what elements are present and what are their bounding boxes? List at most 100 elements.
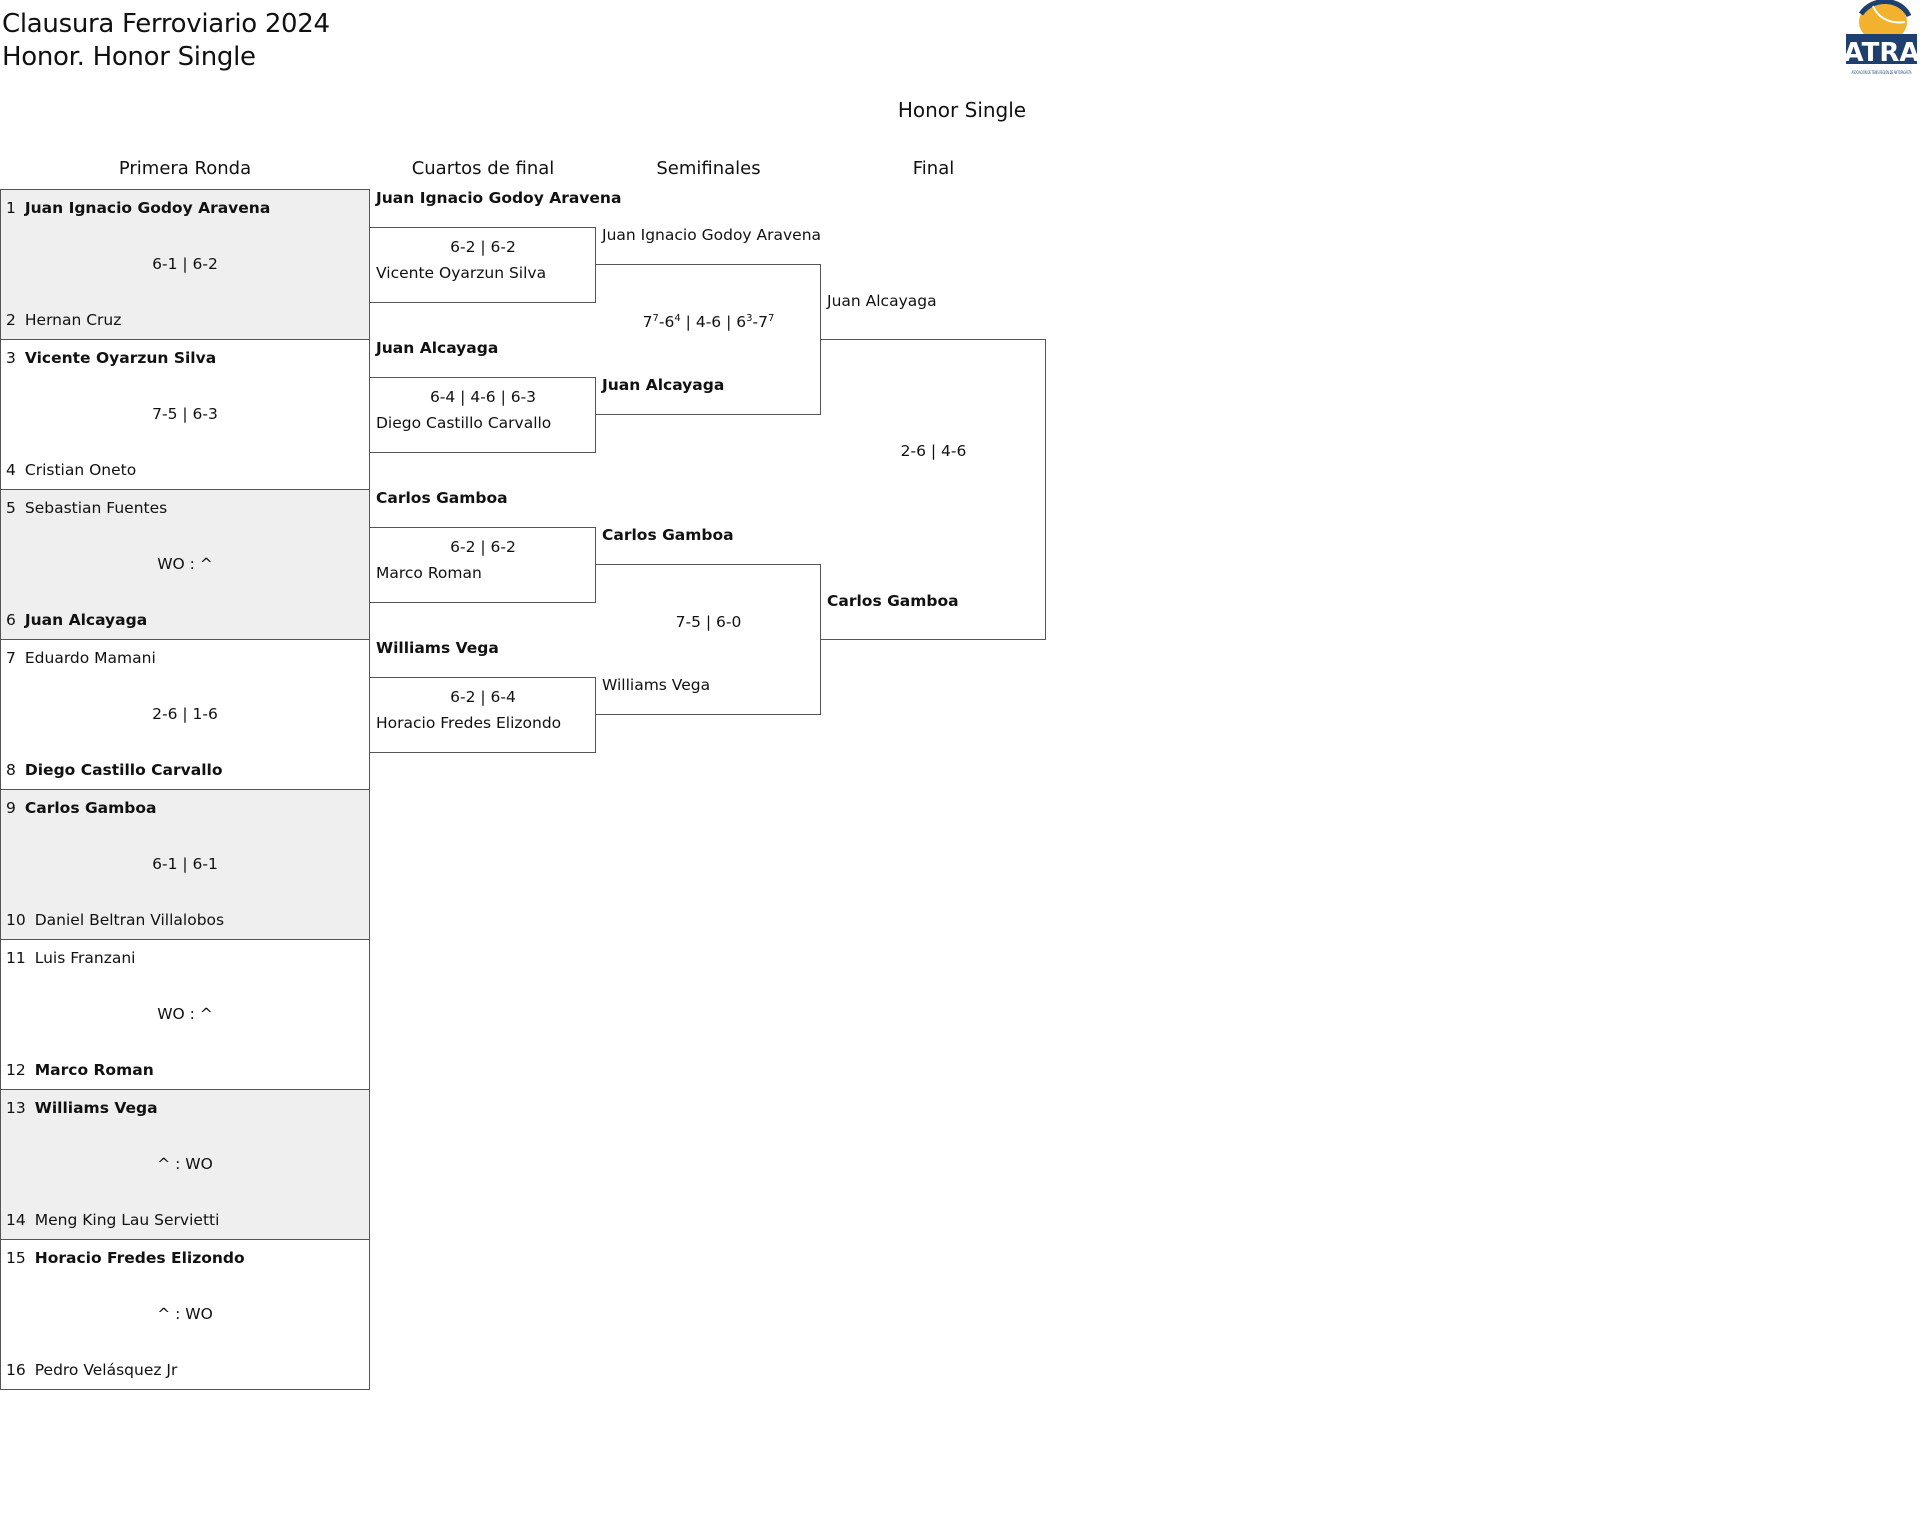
player-entry: 13 Williams Vega — [6, 1097, 158, 1119]
bracket-connector — [596, 264, 821, 415]
player-name: Eduardo Mamani — [24, 648, 156, 667]
tiebreak-score: 3 — [746, 312, 753, 324]
player-entry: 10 Daniel Beltran Villalobos — [6, 909, 224, 931]
match-score: 7-5 | 6-3 — [152, 405, 218, 423]
player-seed: 2 — [6, 311, 16, 330]
bracket-connector — [370, 376, 596, 453]
player-name: Marco Roman — [376, 563, 482, 582]
match-score: 77-64 | 4-6 | 63-77 — [642, 312, 775, 331]
player-entry: 12 Marco Roman — [6, 1059, 154, 1081]
player-seed: 10 — [6, 911, 26, 930]
player-entry: 7 Eduardo Mamani — [6, 647, 156, 669]
set-score: 6 — [736, 313, 747, 331]
player-name: Carlos Gamboa — [24, 798, 157, 817]
match-score: 6-4 | 4-6 | 6-3 — [429, 388, 537, 406]
player-name: Juan Ignacio Godoy Aravena — [24, 198, 271, 217]
round-header: Cuartos de final — [411, 158, 555, 179]
category-title: Honor. Honor Single — [2, 42, 256, 72]
logo-text: ATRA — [1844, 38, 1920, 68]
bracket-connector — [821, 339, 1046, 640]
set-score: 5 — [691, 613, 701, 631]
player-name: Sebastian Fuentes — [24, 498, 168, 517]
match-score: WO : ^ — [157, 1005, 213, 1023]
match-score: 2-6 | 1-6 — [152, 705, 218, 723]
player-name: Daniel Beltran Villalobos — [34, 911, 225, 930]
player-entry: 6 Juan Alcayaga — [6, 609, 147, 631]
player-seed: 16 — [6, 1361, 26, 1380]
player-seed: 6 — [6, 611, 16, 630]
player-name: Williams Vega — [34, 1098, 158, 1117]
player-seed: 14 — [6, 1211, 26, 1230]
tournament-title: Clausura Ferroviario 2024 — [2, 9, 330, 39]
player-name: Hernan Cruz — [24, 311, 122, 330]
tiebreak-score: 7 — [652, 312, 659, 324]
set-score: 6 — [664, 313, 675, 331]
set-score: 7 — [675, 613, 686, 631]
match-score: 6-2 | 6-2 — [450, 538, 516, 556]
player-name: Diego Castillo Carvallo — [24, 761, 223, 780]
player-name: Diego Castillo Carvallo — [376, 413, 552, 432]
match-score: 6-1 | 6-1 — [152, 855, 218, 873]
player-name: Pedro Velásquez Jr — [34, 1361, 178, 1380]
round-header: Final — [912, 158, 955, 179]
set-score: 6 — [716, 613, 726, 631]
set-score: 4 — [695, 313, 706, 331]
player-name: Vicente Oyarzun Silva — [376, 263, 547, 282]
player-entry: 15 Horacio Fredes Elizondo — [6, 1247, 245, 1269]
bracket-connector — [596, 564, 821, 715]
player-seed: 3 — [6, 348, 16, 367]
player-name: Carlos Gamboa — [376, 488, 508, 507]
player-seed: 15 — [6, 1248, 26, 1267]
atra-logo: ATRA ASOCIACIÓN DE TENIS REGIÓN DE ANTOF… — [1844, 0, 1920, 75]
bracket-title: Honor Single — [897, 98, 1027, 122]
player-entry: 1 Juan Ignacio Godoy Aravena — [6, 197, 270, 219]
tiebreak-score: 7 — [767, 312, 775, 324]
match-score: ^ : WO — [157, 1305, 213, 1323]
player-name: Marco Roman — [34, 1061, 154, 1080]
player-name: Luis Franzani — [34, 948, 136, 967]
player-name: Juan Alcayaga — [827, 292, 937, 310]
player-name: Vicente Oyarzun Silva — [24, 348, 217, 367]
player-seed: 9 — [6, 798, 16, 817]
round-header: Primera Ronda — [118, 158, 252, 179]
player-entry: 5 Sebastian Fuentes — [6, 497, 167, 519]
set-score: 0 — [731, 613, 742, 631]
set-score: - — [705, 313, 712, 331]
player-name: Juan Alcayaga — [24, 611, 148, 630]
player-entry: 9 Carlos Gamboa — [6, 797, 156, 819]
match-score: ^ : WO — [157, 1155, 213, 1173]
player-name: Horacio Fredes Elizondo — [34, 1248, 245, 1267]
player-seed: 5 — [6, 498, 16, 517]
player-name: Cristian Oneto — [24, 461, 137, 480]
player-seed: 7 — [6, 648, 16, 667]
player-seed: 1 — [6, 198, 16, 217]
set-score: - — [752, 313, 759, 331]
player-seed: 11 — [6, 948, 26, 967]
player-entry: 2 Hernan Cruz — [6, 309, 121, 331]
player-name: Carlos Gamboa — [827, 592, 959, 610]
bracket-connector — [370, 226, 596, 303]
match-box — [0, 189, 370, 340]
player-seed: 13 — [6, 1098, 26, 1117]
player-entry: 3 Vicente Oyarzun Silva — [6, 347, 216, 369]
set-score: 7 — [642, 313, 653, 331]
set-score: - — [658, 313, 665, 331]
match-box — [0, 1239, 370, 1390]
match-score: 7-5 | 6-0 — [675, 613, 742, 631]
player-name: Williams Vega — [376, 638, 499, 657]
logo-subtext: ASOCIACIÓN DE TENIS REGIÓN DE ANTOFAGAST… — [1852, 70, 1912, 75]
player-name: Carlos Gamboa — [602, 526, 734, 544]
player-entry: 11 Luis Franzani — [6, 947, 135, 969]
tiebreak-score: 4 — [674, 312, 681, 324]
match-score: 2-6 | 4-6 — [900, 442, 967, 460]
player-seed: 12 — [6, 1061, 26, 1080]
match-score: WO : ^ — [157, 555, 213, 573]
set-score: - — [725, 613, 732, 631]
round-header: Semifinales — [656, 158, 761, 179]
player-name: Williams Vega — [602, 676, 711, 694]
player-name: Juan Ignacio Godoy Aravena — [376, 188, 622, 207]
player-name: Juan Alcayaga — [376, 338, 499, 357]
